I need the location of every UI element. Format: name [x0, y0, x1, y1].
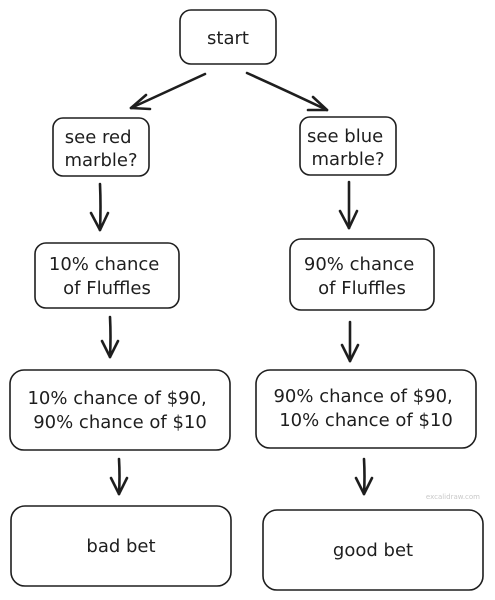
arrow-blue-chance-to-blue-odds — [340, 320, 360, 363]
node-good-bet-label: good bet — [333, 540, 413, 561]
node-bad-bet: bad bet — [10, 505, 232, 587]
arrow-start-to-see-red — [129, 72, 207, 111]
node-blue-odds-label: 90% chance of $90, 10% chance of $10 — [273, 386, 458, 431]
node-red-odds: 10% chance of $90, 90% chance of $10 — [9, 369, 231, 451]
arrow-blue-odds-to-good-bet — [354, 457, 374, 496]
node-start-label: start — [207, 28, 249, 49]
node-see-red-marble-label: see red marble? — [64, 127, 137, 171]
node-see-blue-marble: see blue marble? — [299, 116, 397, 176]
node-blue-fluffles-chance: 90% chance of Fluffles — [289, 238, 435, 311]
node-red-fluffles-chance: 10% chance of Fluffles — [34, 242, 180, 309]
node-blue-fluffles-chance-label: 90% chance of Fluffles — [304, 254, 420, 299]
node-see-blue-marble-label: see blue marble? — [307, 126, 389, 170]
arrow-see-red-to-red-chance — [89, 182, 110, 232]
arrow-red-chance-to-red-odds — [100, 315, 120, 359]
arrows — [89, 71, 374, 496]
node-see-red-marble: see red marble? — [52, 117, 150, 177]
arrow-red-odds-to-bad-bet — [109, 457, 129, 496]
node-start: start — [179, 9, 277, 65]
node-bad-bet-label: bad bet — [86, 536, 155, 557]
node-red-odds-label: 10% chance of $90, 90% chance of $10 — [27, 388, 212, 433]
node-red-fluffles-chance-label: 10% chance of Fluffles — [49, 254, 165, 299]
arrow-start-to-see-blue — [245, 71, 329, 112]
watermark: excalidraw.com — [426, 493, 480, 501]
arrow-see-blue-to-blue-chance — [338, 180, 359, 230]
node-good-bet: good bet — [262, 509, 484, 591]
node-blue-odds: 90% chance of $90, 10% chance of $10 — [255, 369, 477, 449]
